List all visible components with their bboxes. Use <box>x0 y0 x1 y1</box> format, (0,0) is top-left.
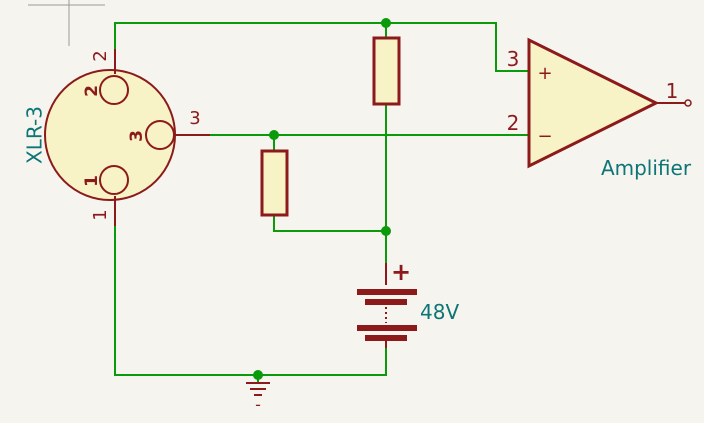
xlr-pin3-socket-label: 3 <box>127 130 147 142</box>
junction-top <box>381 18 391 28</box>
battery-plate-2 <box>365 299 407 305</box>
resistor-left <box>260 149 289 217</box>
resistor-left-body <box>260 149 289 217</box>
battery-plate-4 <box>365 335 407 341</box>
wires <box>114 22 529 384</box>
xlr-pin2-socket <box>99 75 129 105</box>
amplifier-output-terminal <box>684 99 692 107</box>
amplifier: 3 2 1 + − Amplifier <box>507 37 692 180</box>
xlr-pin3-socket <box>145 120 175 150</box>
amplifier-output-pin: 1 <box>666 79 679 103</box>
junctions <box>253 18 391 380</box>
ground-label: - <box>255 395 261 414</box>
ground-symbol: - <box>246 382 270 414</box>
wire-pin2-top <box>114 22 529 72</box>
junction-ground <box>253 370 263 380</box>
amplifier-minus-sign: − <box>537 126 552 147</box>
xlr-pin1-socket-label: 1 <box>82 175 102 187</box>
xlr-connector: 2 3 1 2 3 1 XLR-3 <box>23 49 210 226</box>
amplifier-reference: Amplifier <box>601 156 692 180</box>
wire-pin1-ground <box>114 225 387 376</box>
battery-value: 48V <box>420 300 459 324</box>
battery-plus-sign: + <box>391 258 411 286</box>
resistor-top-body <box>372 36 401 106</box>
resistor-top <box>372 36 401 106</box>
xlr-pin2-socket-label: 2 <box>82 85 102 97</box>
xlr-pin3-number: 3 <box>189 108 200 129</box>
amplifier-noninv-pin: 3 <box>507 47 520 71</box>
wire-left-resistor-lower <box>273 214 387 232</box>
xlr-pin1-number: 1 <box>90 209 111 220</box>
junction-pin3 <box>269 130 279 140</box>
xlr-pin1-socket <box>99 165 129 195</box>
battery-plate-1 <box>357 289 417 295</box>
battery-plate-3 <box>357 325 417 331</box>
amplifier-plus-sign: + <box>537 63 552 84</box>
amplifier-inv-pin: 2 <box>507 111 520 135</box>
battery: + 48V <box>357 258 459 348</box>
crosshair-cursor <box>28 0 105 46</box>
xlr-pin2-number: 2 <box>90 50 111 61</box>
xlr-reference: XLR-3 <box>23 106 47 164</box>
junction-mid <box>381 226 391 236</box>
amplifier-body <box>527 37 660 169</box>
